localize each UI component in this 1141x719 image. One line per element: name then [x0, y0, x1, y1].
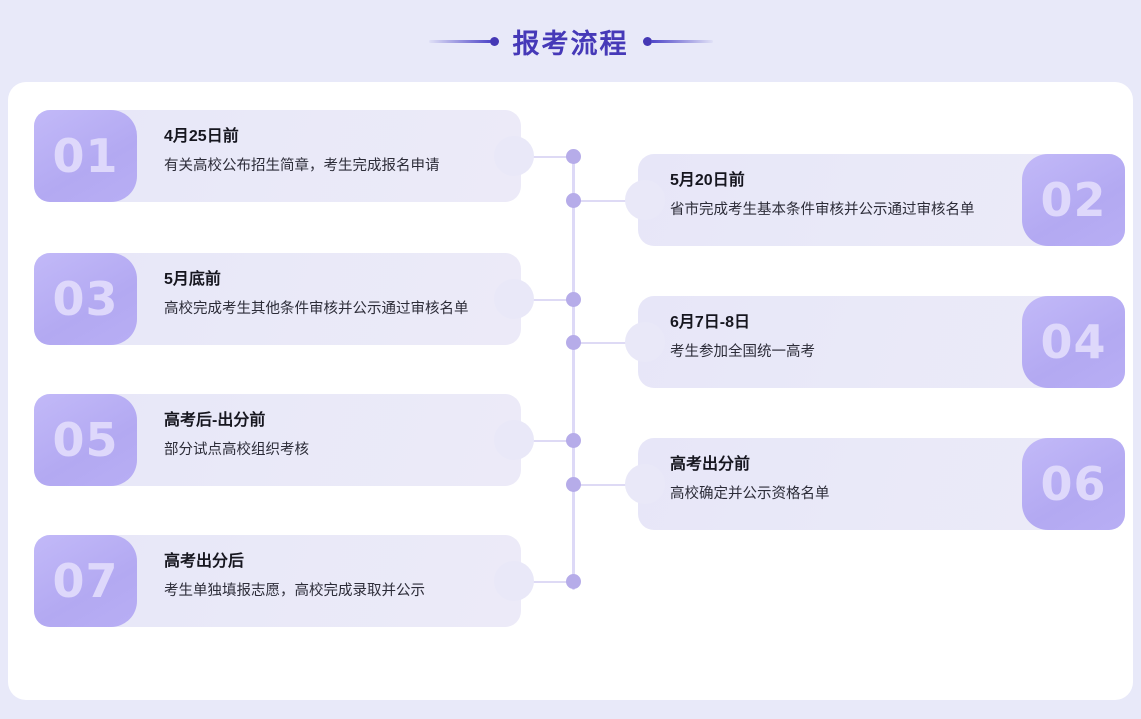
connector-line-step-4: [572, 342, 640, 344]
timeline-dot-6: [566, 477, 581, 492]
card-description: 有关高校公布招生简章，考生完成报名申请: [164, 157, 440, 174]
card-connector-bump: [625, 180, 665, 220]
card-description: 考生参加全国统一高考: [670, 343, 815, 360]
card-description: 省市完成考生基本条件审核并公示通过审核名单: [670, 201, 975, 218]
header-decoration-left: [428, 36, 499, 46]
step-number-label: 06: [1040, 457, 1107, 511]
decoration-dot-icon: [642, 36, 652, 46]
card-description: 部分试点高校组织考核: [164, 441, 309, 458]
timeline-step-card-02[interactable]: 02 5月20日前 省市完成考生基本条件审核并公示通过审核名单: [625, 154, 1125, 246]
connector-line-step-1: [506, 156, 574, 158]
step-number-badge: 03: [34, 253, 137, 345]
timeline-step-card-01[interactable]: 01 4月25日前 有关高校公布招生简章，考生完成报名申请: [34, 110, 534, 202]
connector-line-step-3: [506, 299, 574, 301]
card-description: 考生单独填报志愿，高校完成录取并公示: [164, 582, 425, 599]
step-number-badge: 07: [34, 535, 137, 627]
decoration-dot-icon: [489, 36, 499, 46]
step-number-badge: 02: [1022, 154, 1125, 246]
card-title: 高考出分后: [164, 553, 245, 570]
card-connector-bump: [494, 136, 534, 176]
card-description: 高校确定并公示资格名单: [670, 485, 830, 502]
card-title: 4月25日前: [164, 128, 239, 145]
step-number-badge: 01: [34, 110, 137, 202]
step-number-badge: 05: [34, 394, 137, 486]
card-text-block: 5月20日前 省市完成考生基本条件审核并公示通过审核名单: [670, 172, 1001, 219]
connector-line-step-5: [506, 440, 574, 442]
card-title: 高考后-出分前: [164, 412, 266, 429]
card-text-block: 4月25日前 有关高校公布招生简章，考生完成报名申请: [164, 128, 497, 175]
timeline-step-card-07[interactable]: 07 高考出分后 考生单独填报志愿，高校完成录取并公示: [34, 535, 534, 627]
timeline-step-card-04[interactable]: 04 6月7日-8日 考生参加全国统一高考: [625, 296, 1125, 388]
card-text-block: 高考出分后 考生单独填报志愿，高校完成录取并公示: [164, 553, 497, 600]
card-title: 6月7日-8日: [670, 314, 751, 331]
card-title: 高考出分前: [670, 456, 751, 473]
step-number-label: 07: [52, 554, 119, 608]
timeline-step-card-05[interactable]: 05 高考后-出分前 部分试点高校组织考核: [34, 394, 534, 486]
connector-line-step-6: [572, 484, 640, 486]
timeline-dot-1: [566, 149, 581, 164]
card-connector-bump: [494, 561, 534, 601]
card-text-block: 高考出分前 高校确定并公示资格名单: [670, 456, 1001, 503]
page-header: 报考流程: [0, 0, 1141, 82]
timeline-dot-3: [566, 292, 581, 307]
connector-line-step-2: [572, 200, 640, 202]
card-title: 5月20日前: [670, 172, 745, 189]
timeline-dot-5: [566, 433, 581, 448]
card-description: 高校完成考生其他条件审核并公示通过审核名单: [164, 300, 469, 317]
card-connector-bump: [494, 420, 534, 460]
card-title: 5月底前: [164, 271, 221, 288]
step-number-label: 02: [1040, 173, 1107, 227]
step-number-badge: 04: [1022, 296, 1125, 388]
card-connector-bump: [625, 464, 665, 504]
timeline-dot-7: [566, 574, 581, 589]
timeline-dot-2: [566, 193, 581, 208]
card-text-block: 6月7日-8日 考生参加全国统一高考: [670, 314, 1001, 361]
card-text-block: 5月底前 高校完成考生其他条件审核并公示通过审核名单: [164, 271, 497, 318]
card-text-block: 高考后-出分前 部分试点高校组织考核: [164, 412, 497, 459]
step-number-badge: 06: [1022, 438, 1125, 530]
timeline-step-card-03[interactable]: 03 5月底前 高校完成考生其他条件审核并公示通过审核名单: [34, 253, 534, 345]
timeline-dot-4: [566, 335, 581, 350]
card-connector-bump: [494, 279, 534, 319]
connector-line-step-7: [506, 581, 574, 583]
step-number-label: 04: [1040, 315, 1107, 369]
card-connector-bump: [625, 322, 665, 362]
step-number-label: 01: [52, 129, 119, 183]
timeline-spine: [572, 150, 575, 590]
header-decoration-right: [642, 36, 713, 46]
timeline-step-card-06[interactable]: 06 高考出分前 高校确定并公示资格名单: [625, 438, 1125, 530]
decoration-line-icon: [650, 39, 713, 43]
decoration-line-icon: [428, 39, 491, 43]
step-number-label: 05: [52, 413, 119, 467]
page-title: 报考流程: [512, 28, 629, 59]
step-number-label: 03: [52, 272, 119, 326]
